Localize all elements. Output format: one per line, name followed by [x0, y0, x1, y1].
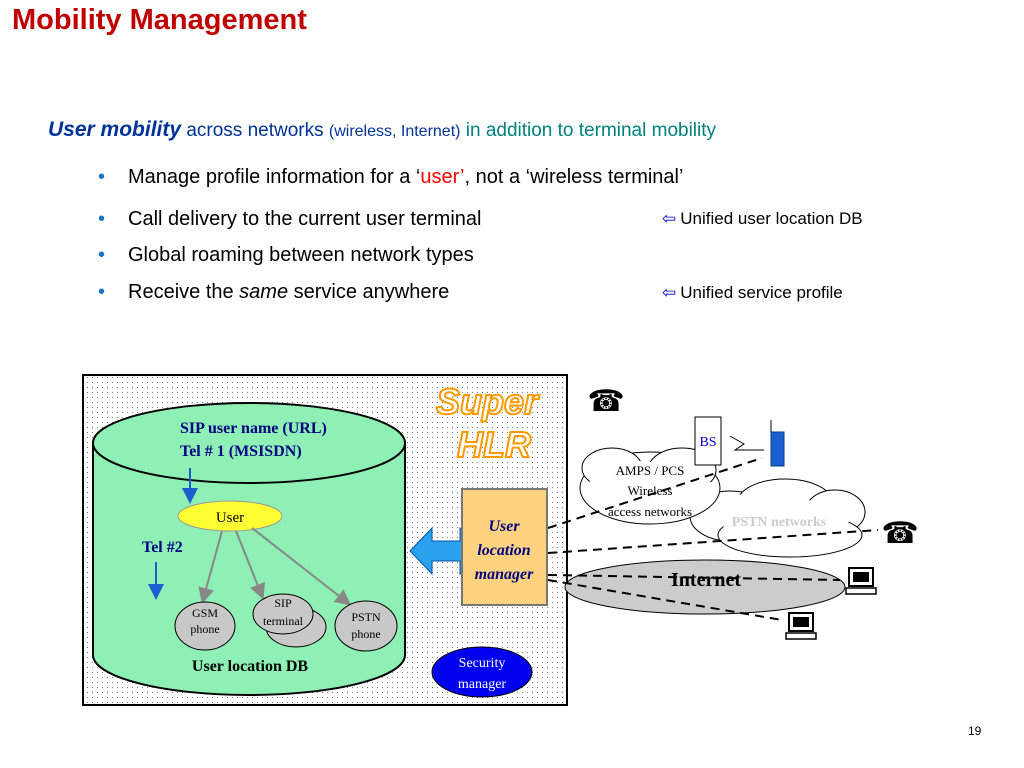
note-unified-service-profile: ⇦Unified service profile [662, 283, 843, 303]
phone-icon: ☎ [587, 384, 624, 419]
bullet-italic: same [239, 281, 289, 303]
page-number: 19 [968, 724, 982, 738]
ulm-to-computer-link [547, 579, 783, 621]
bullet-highlight: user’ [420, 166, 465, 188]
gsm-phone-node [174, 601, 236, 651]
sip-terminal-node [252, 593, 314, 635]
bullet-text: Global roaming between network types [128, 244, 474, 266]
subtitle-parenthetical: (wireless, Internet) [328, 123, 461, 140]
internet-cloud [564, 559, 846, 615]
amps-label: access networks [608, 504, 692, 519]
security-manager-node [431, 646, 533, 698]
user-location-db-label: User location DB [192, 658, 308, 675]
user-to-pstn-arrow [251, 527, 352, 606]
bullet-dot: • [98, 281, 106, 303]
bullet-text: Manage profile information for a ‘ [128, 166, 421, 188]
bullet-dot: • [98, 208, 106, 230]
user-node [177, 500, 283, 532]
bullet-item: • Global roaming between network types [98, 244, 474, 267]
bullet-dot: • [98, 166, 106, 188]
pstn-networks-label: PSTN networks [732, 515, 827, 530]
gsm-label: GSM [192, 606, 218, 620]
ulm-to-pstn-phone-link [547, 529, 879, 554]
phone-icon: ☎ [881, 516, 918, 551]
internet-label: Internet [671, 569, 741, 591]
bullet-item: • Call delivery to the current user termi… [98, 208, 481, 231]
sip-user-name-label: SIP user name (URL) [180, 420, 327, 437]
left-arrow-icon: ⇦ [662, 209, 677, 228]
gsm-label: phone [190, 622, 219, 636]
bs-box [694, 416, 722, 466]
ulm-to-internet-link [547, 574, 841, 581]
note-unified-location-db: ⇦Unified user location DB [662, 209, 863, 229]
user-location-db-cylinder [92, 443, 406, 696]
user-to-gsm-arrow [198, 530, 223, 604]
antenna-icon [770, 431, 785, 467]
bullet-item: • Receive the same service anywhere [98, 281, 449, 304]
pstn-phone-label: phone [351, 627, 380, 641]
bs-label: BS [699, 435, 716, 450]
user-to-sip-arrow [235, 530, 265, 600]
ulm-to-bs-link [547, 457, 763, 529]
ulm-label: manager [475, 566, 534, 583]
subtitle-line: User mobility across networks (wireless,… [48, 118, 716, 142]
super-hlr-label: Super [436, 381, 540, 422]
bullet-text: service anywhere [288, 281, 450, 303]
sip-label: terminal [263, 614, 304, 628]
computer-icon [845, 567, 877, 595]
page-title: Mobility Management [12, 4, 307, 36]
pstn-networks-cloud [689, 478, 866, 558]
subtitle-across-networks: across networks [181, 120, 329, 141]
tel1-label: Tel # 1 (MSISDN) [180, 443, 302, 460]
ulm-label: User [488, 518, 520, 535]
db-cylinder-top [92, 402, 406, 484]
bullet-dot: • [98, 244, 106, 266]
tel2-label: Tel #2 [142, 539, 183, 556]
security-label: manager [458, 677, 507, 692]
pstn-phone-label: PSTN [351, 610, 381, 624]
bullet-text: Call delivery to the current user termin… [128, 208, 482, 230]
amps-label: Wireless [628, 483, 673, 498]
pstn-phone-node [334, 600, 398, 652]
computer-icon [785, 612, 817, 640]
bullet-text: , not a ‘wireless terminal’ [464, 166, 684, 188]
bullet-item: • Manage profile information for a ‘user’… [98, 166, 683, 189]
left-arrow-icon: ⇦ [662, 283, 677, 302]
bs-signal-zigzag [729, 435, 764, 451]
security-label: Security [459, 656, 506, 671]
subtitle-terminal-mobility: in addition to terminal mobility [460, 120, 717, 141]
subtitle-user-mobility: User mobility [48, 118, 182, 141]
amps-pcs-cloud [579, 447, 721, 525]
note-text: Unified user location DB [680, 209, 863, 228]
user-label: User [216, 510, 244, 526]
note-text: Unified service profile [680, 283, 843, 302]
amps-label: AMPS / PCS [616, 463, 685, 478]
bullet-text: Receive the [128, 281, 240, 303]
sip-label: SIP [274, 596, 292, 610]
super-hlr-label: HLR [457, 424, 531, 465]
user-location-manager-box [461, 488, 548, 606]
ulm-label: location [477, 542, 530, 559]
